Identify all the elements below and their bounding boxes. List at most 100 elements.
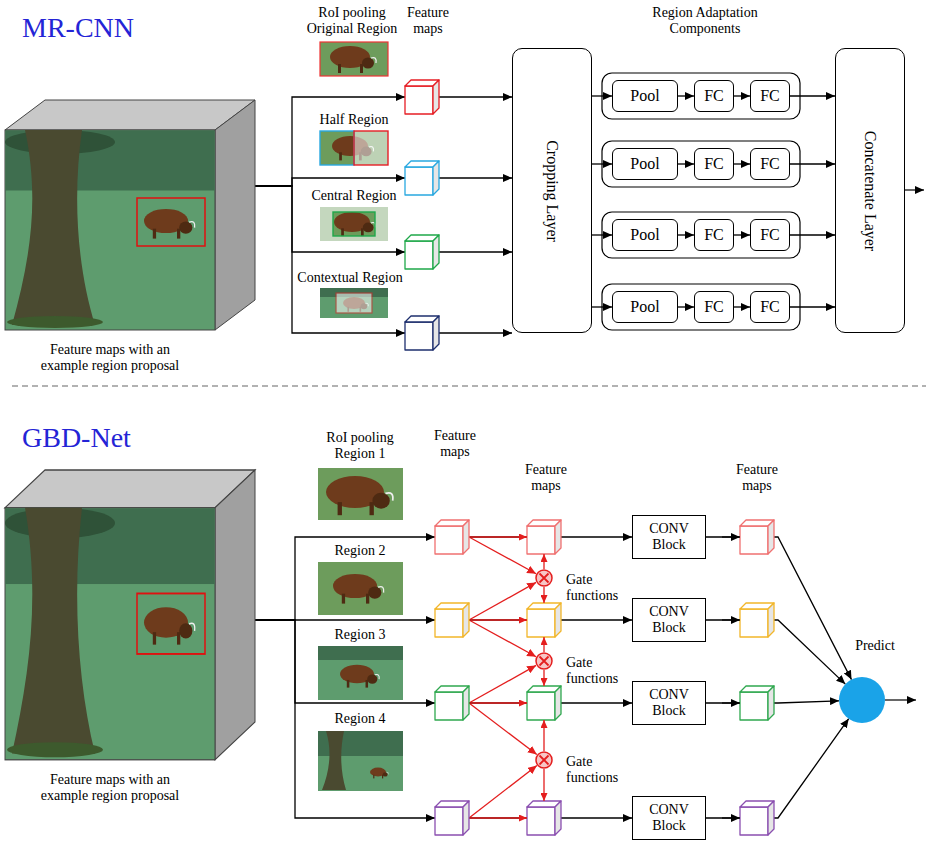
region-feature-map: Central Region	[405, 235, 439, 269]
region-thumbnail	[318, 646, 403, 700]
output-arrow	[905, 189, 924, 190]
gate-function: Gate functions	[535, 569, 553, 587]
node-label: CONV Block	[642, 802, 696, 834]
connector-arrow	[255, 186, 405, 333]
column-heading: Feature maps	[429, 428, 481, 460]
fc-box: FC	[750, 148, 790, 180]
connector-arrow	[439, 251, 512, 252]
conv-block: CONV Block	[632, 796, 706, 840]
input-feature-map: Feature maps with an example region prop…	[5, 470, 255, 760]
node-label: FC	[760, 298, 780, 316]
node-label: CONV Block	[642, 521, 696, 553]
node-label: FC	[704, 87, 724, 105]
fc-box: FC	[750, 219, 790, 251]
connector-arrow	[706, 719, 849, 818]
region-thumbnail	[318, 468, 403, 520]
connector-arrow	[255, 97, 405, 186]
pool-box: Pool	[612, 291, 678, 323]
node-label: Half Region	[305, 112, 403, 128]
node-label: RoI pooling Region 1	[311, 430, 409, 462]
connector-arrow	[790, 95, 835, 96]
node-label: Gate functions	[566, 754, 628, 786]
connector-arrow	[790, 234, 835, 235]
region-thumbnail	[318, 731, 403, 791]
region-feature-map: Half Region	[405, 161, 439, 195]
node-label: Gate functions	[566, 572, 628, 604]
region-thumbnail	[320, 131, 388, 165]
cube-shape	[435, 603, 469, 637]
cube-shape	[405, 161, 439, 195]
connector-arrow	[734, 163, 750, 164]
column-heading: Feature maps	[731, 462, 783, 494]
column-heading: Feature maps	[520, 462, 572, 494]
adaptation-group	[602, 73, 800, 330]
cube-shape	[405, 80, 439, 114]
connector-arrow	[678, 95, 694, 96]
node-label: FC	[704, 226, 724, 244]
node-label: Contextual Region	[290, 270, 410, 286]
region-thumbnail	[320, 42, 388, 76]
input-feature-map: Feature maps with an example region prop…	[5, 100, 255, 330]
gate-function: Gate functions	[535, 751, 553, 769]
feature-map-cube	[5, 470, 255, 760]
column-heading: Feature maps	[402, 5, 454, 37]
connector-arrow	[678, 163, 694, 164]
gate-symbol	[535, 569, 553, 587]
connector-arrow	[790, 306, 835, 307]
cube-shape	[435, 686, 469, 720]
region-thumbnail	[320, 288, 388, 318]
node-label: Region 3	[311, 627, 409, 643]
region-feature-map: RoI pooling Original Region	[405, 80, 439, 114]
divider	[12, 385, 926, 386]
node-label: RoI pooling Original Region	[303, 5, 401, 37]
cube-shape	[435, 520, 469, 554]
feature-arrow	[722, 537, 740, 818]
node-label: CONV Block	[642, 687, 696, 719]
gate-connector	[469, 665, 536, 703]
pool-box: Pool	[612, 148, 678, 180]
region-feature-map: Region 3	[435, 686, 469, 720]
node-label: Pool	[630, 87, 659, 105]
cube-shape	[405, 235, 439, 269]
section-title: MR-CNN	[22, 12, 192, 44]
cube-shape	[435, 801, 469, 835]
connector-arrow	[734, 234, 750, 235]
node-label: Region 2	[311, 543, 409, 559]
region-thumbnail	[320, 207, 388, 241]
node-label: Central Region	[305, 188, 403, 204]
column-heading: Region Adaptation Components	[630, 5, 780, 37]
node-label: FC	[760, 155, 780, 173]
fc-box: FC	[694, 291, 734, 323]
fc-box: FC	[694, 148, 734, 180]
node-label: Cropping Layer	[543, 140, 561, 242]
gate-connector	[469, 537, 536, 574]
gate-connector	[469, 582, 536, 620]
node-label: Feature maps with an example region prop…	[34, 772, 186, 804]
region-thumbnail	[318, 562, 403, 615]
connector-arrow	[255, 178, 405, 186]
gate-symbol	[535, 751, 553, 769]
node-label: Concatenate Layer	[861, 130, 879, 250]
fc-box: FC	[694, 219, 734, 251]
region-feature-map: Region 4	[435, 801, 469, 835]
connector-arrow	[678, 306, 694, 307]
region-feature-map: RoI pooling Region 1	[435, 520, 469, 554]
conv-block: CONV Block	[632, 681, 706, 725]
connector-arrow	[706, 620, 845, 684]
concatenate-layer: Concatenate Layer	[835, 48, 905, 333]
node-label: FC	[760, 226, 780, 244]
region-feature-map: Region 2	[435, 603, 469, 637]
connector-arrow	[439, 332, 512, 333]
connector-arrow	[734, 95, 750, 96]
connector-arrow	[255, 620, 435, 818]
node-label: FC	[704, 298, 724, 316]
fc-box: FC	[750, 291, 790, 323]
connector-arrow	[706, 537, 852, 680]
node-label: FC	[704, 155, 724, 173]
gate-function: Gate functions	[535, 652, 553, 670]
connector-arrow	[439, 96, 512, 97]
section-title: GBD-Net	[22, 422, 192, 454]
